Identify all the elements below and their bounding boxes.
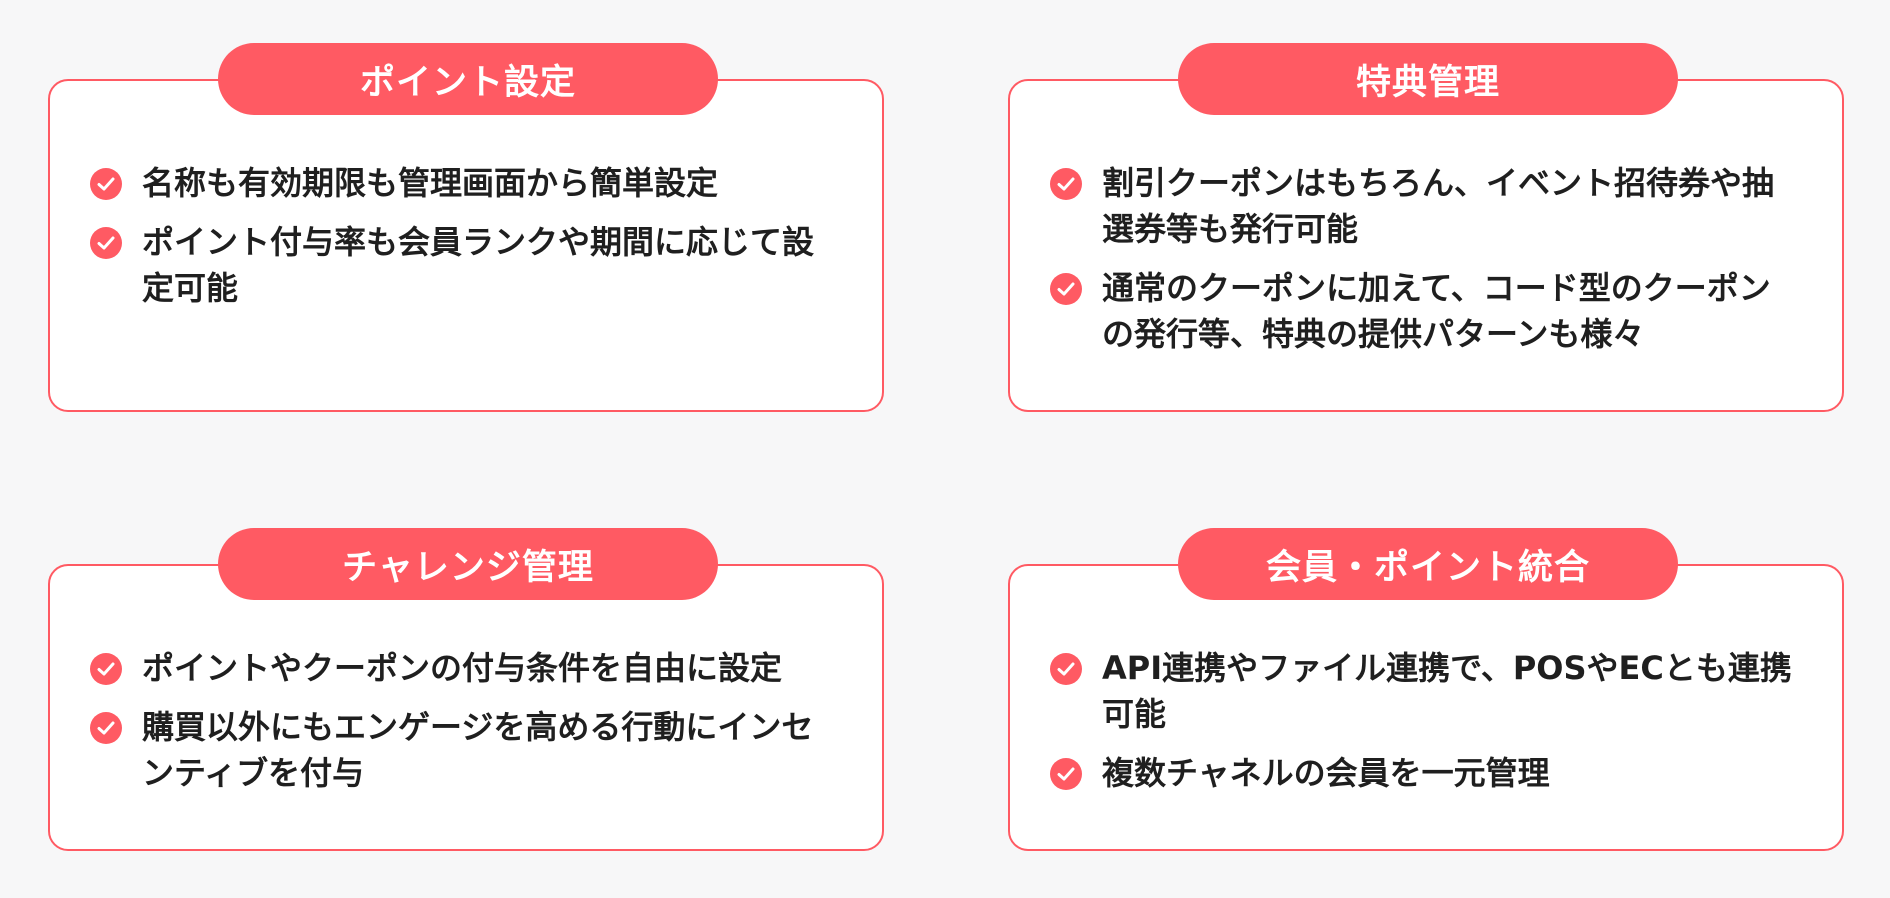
feature-card-point-settings: ポイント設定 名称も有効期限も管理画面から簡単設定 ポイント付与率も会員ランクや…: [48, 43, 884, 412]
list-item: 名称も有効期限も管理画面から簡単設定: [90, 160, 842, 206]
list-item-text: API連携やファイル連携で、POSやECとも連携可能: [1102, 649, 1792, 733]
check-circle-icon: [1050, 273, 1082, 305]
list-item: API連携やファイル連携で、POSやECとも連携可能: [1050, 645, 1802, 737]
feature-list: 名称も有効期限も管理画面から簡単設定 ポイント付与率も会員ランクや期間に応じて設…: [90, 160, 842, 324]
list-item: 購買以外にもエンゲージを高める行動にインセンティブを付与: [90, 704, 842, 796]
list-item-text: 通常のクーポンに加えて、コード型のクーポンの発行等、特典の提供パターンも様々: [1102, 269, 1771, 353]
card-title: ポイント設定: [218, 43, 718, 115]
list-item: 通常のクーポンに加えて、コード型のクーポンの発行等、特典の提供パターンも様々: [1050, 265, 1802, 357]
check-circle-icon: [1050, 168, 1082, 200]
list-item: 割引クーポンはもちろん、イベント招待券や抽選券等も発行可能: [1050, 160, 1802, 252]
list-item: ポイント付与率も会員ランクや期間に応じて設定可能: [90, 219, 842, 311]
check-circle-icon: [1050, 758, 1082, 790]
check-circle-icon: [90, 712, 122, 744]
feature-list: ポイントやクーポンの付与条件を自由に設定 購買以外にもエンゲージを高める行動にイ…: [90, 645, 842, 809]
card-title: 会員・ポイント統合: [1178, 528, 1678, 600]
feature-card-member-integration: 会員・ポイント統合 API連携やファイル連携で、POSやECとも連携可能 複数チ…: [1008, 528, 1844, 851]
list-item-text: 購買以外にもエンゲージを高める行動にインセンティブを付与: [142, 708, 814, 792]
feature-list: API連携やファイル連携で、POSやECとも連携可能 複数チャネルの会員を一元管…: [1050, 645, 1802, 809]
check-circle-icon: [90, 168, 122, 200]
list-item-text: 名称も有効期限も管理画面から簡単設定: [142, 164, 719, 202]
list-item-text: 割引クーポンはもちろん、イベント招待券や抽選券等も発行可能: [1102, 164, 1775, 248]
list-item-text: 複数チャネルの会員を一元管理: [1102, 754, 1550, 792]
list-item-text: ポイントやクーポンの付与条件を自由に設定: [142, 649, 783, 687]
check-circle-icon: [90, 227, 122, 259]
check-circle-icon: [90, 653, 122, 685]
feature-card-benefits: 特典管理 割引クーポンはもちろん、イベント招待券や抽選券等も発行可能 通常のクー…: [1008, 43, 1844, 412]
check-circle-icon: [1050, 653, 1082, 685]
list-item: 複数チャネルの会員を一元管理: [1050, 750, 1802, 796]
card-title: チャレンジ管理: [218, 528, 718, 600]
card-title: 特典管理: [1178, 43, 1678, 115]
feature-list: 割引クーポンはもちろん、イベント招待券や抽選券等も発行可能 通常のクーポンに加え…: [1050, 160, 1802, 370]
list-item-text: ポイント付与率も会員ランクや期間に応じて設定可能: [142, 223, 815, 307]
list-item: ポイントやクーポンの付与条件を自由に設定: [90, 645, 842, 691]
feature-card-challenge: チャレンジ管理 ポイントやクーポンの付与条件を自由に設定 購買以外にもエンゲージ…: [48, 528, 884, 851]
